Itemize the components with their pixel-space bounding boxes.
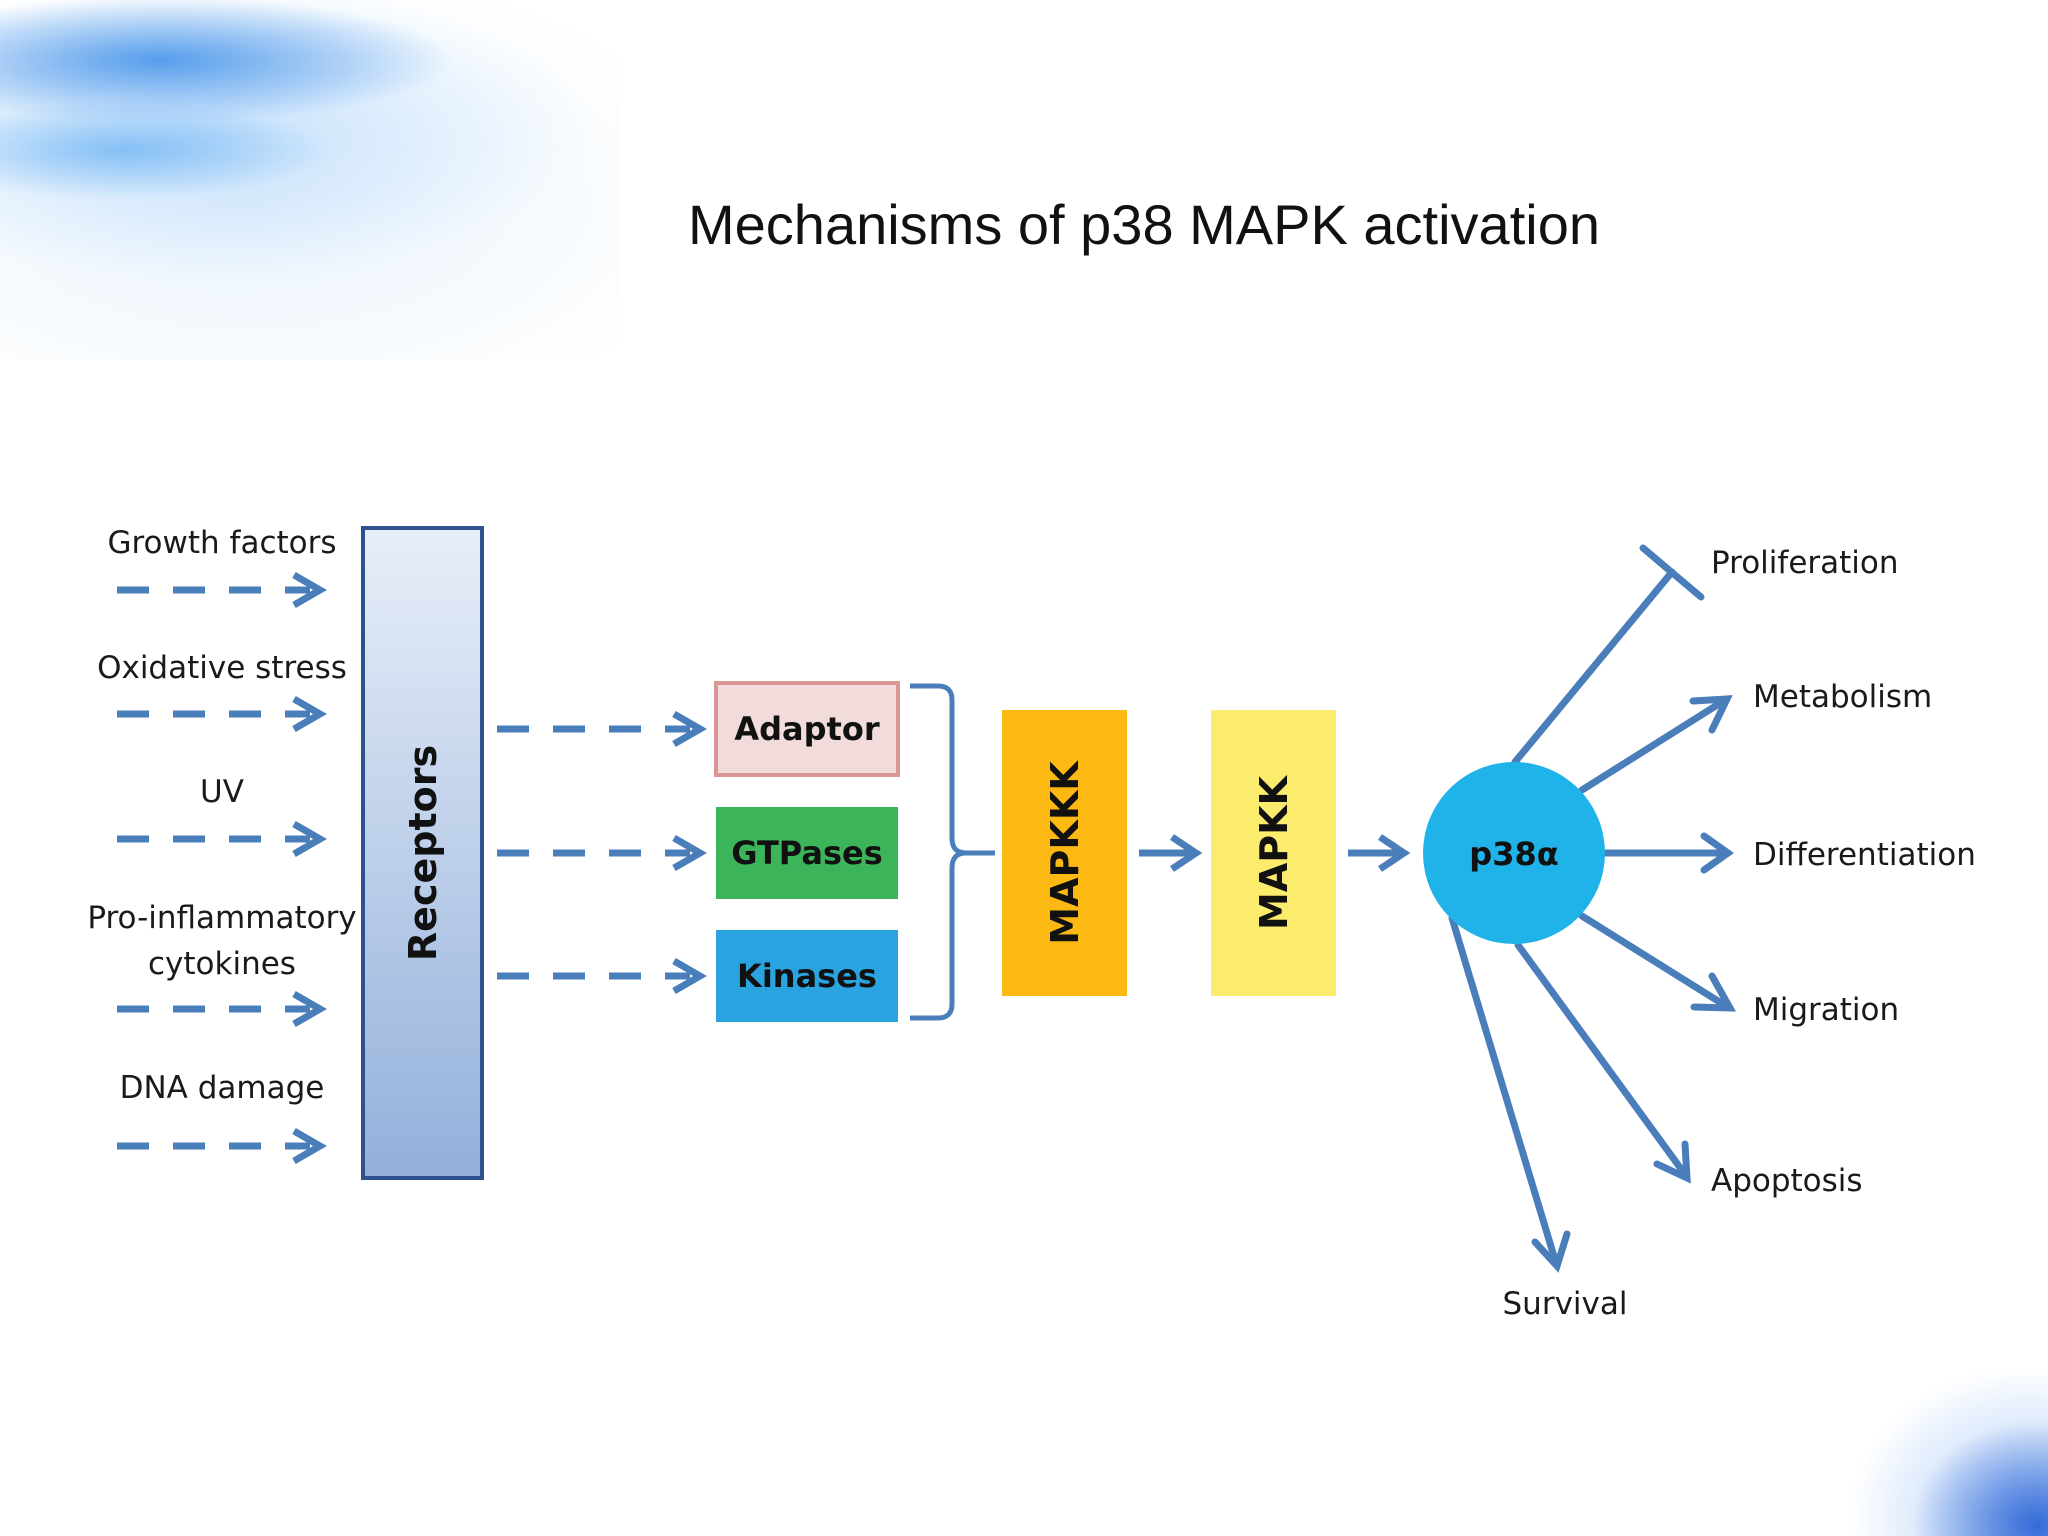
output-label-differentiation: Differentiation (1753, 837, 1976, 873)
input-arrowhead-5 (292, 1127, 328, 1165)
kinases-box (716, 930, 898, 1022)
mapkkk-to-mapkk-arrow (1139, 834, 1203, 872)
output-arrow-apoptosis (1514, 941, 1688, 1177)
input-arrows (117, 571, 328, 1165)
adaptor-box (714, 681, 900, 777)
p38-circle (1423, 762, 1605, 944)
decoration-top-left (0, 0, 620, 360)
input-label-dna-damage: DNA damage (120, 1070, 325, 1106)
kinases-label: Kinases (737, 957, 877, 995)
output-label-migration: Migration (1753, 992, 1899, 1028)
output-label-survival: Survival (1503, 1286, 1628, 1322)
receptors-box (361, 526, 484, 1180)
output-arrowhead-survival (1531, 1230, 1571, 1273)
output-label-apoptosis: Apoptosis (1711, 1163, 1863, 1199)
output-arrowhead-migration (1690, 972, 1737, 1012)
mapkk-box (1211, 710, 1336, 996)
input-label-pro-inflammatory: Pro-inflammatory (87, 900, 356, 936)
input-label-cytokines: cytokines (148, 946, 296, 982)
output-label-proliferation: Proliferation (1711, 545, 1899, 581)
receptor-arrows (497, 710, 708, 995)
output-arrow-survival (1448, 914, 1560, 1267)
inhibition-bar-proliferation (1639, 544, 1705, 601)
receptor-arrowhead-gtpases (672, 834, 708, 872)
adaptor-label: Adaptor (734, 710, 879, 748)
slide-title: Mechanisms of p38 MAPK activation (688, 193, 1600, 256)
receptor-arrowhead-adaptor (672, 710, 708, 748)
gtpases-label: GTPases (731, 834, 883, 872)
decoration-bottom-right (1748, 1276, 2048, 1536)
input-arrowhead-1 (292, 571, 328, 609)
output-arrow-migration (1578, 912, 1730, 1010)
receptor-arrowhead-kinases (672, 957, 708, 995)
mapkk-label: MAPKK (1252, 774, 1296, 930)
output-arrowhead-metabolism (1689, 695, 1733, 734)
output-arrow-proliferation (1511, 568, 1676, 766)
input-label-growth-factors: Growth factors (107, 525, 336, 561)
output-arrowhead-apoptosis (1653, 1140, 1691, 1184)
mapkkk-box (1002, 710, 1127, 996)
mapkkk-label: MAPKKK (1043, 760, 1087, 945)
output-arrows (1448, 544, 1737, 1273)
input-arrowhead-4 (292, 990, 328, 1028)
gtpases-box (716, 807, 898, 899)
input-label-oxidative-stress: Oxidative stress (97, 650, 347, 686)
output-label-metabolism: Metabolism (1753, 679, 1932, 715)
receptors-label: Receptors (401, 745, 445, 961)
bracket (910, 683, 995, 1021)
input-arrowhead-2 (292, 695, 328, 733)
input-arrowhead-3 (292, 820, 328, 858)
p38-label: p38α (1469, 835, 1558, 873)
mapkk-to-p38-arrow (1348, 834, 1411, 872)
input-label-uv: UV (200, 774, 244, 810)
output-arrow-metabolism (1578, 698, 1726, 794)
output-arrowhead-differentiation (1700, 832, 1735, 874)
